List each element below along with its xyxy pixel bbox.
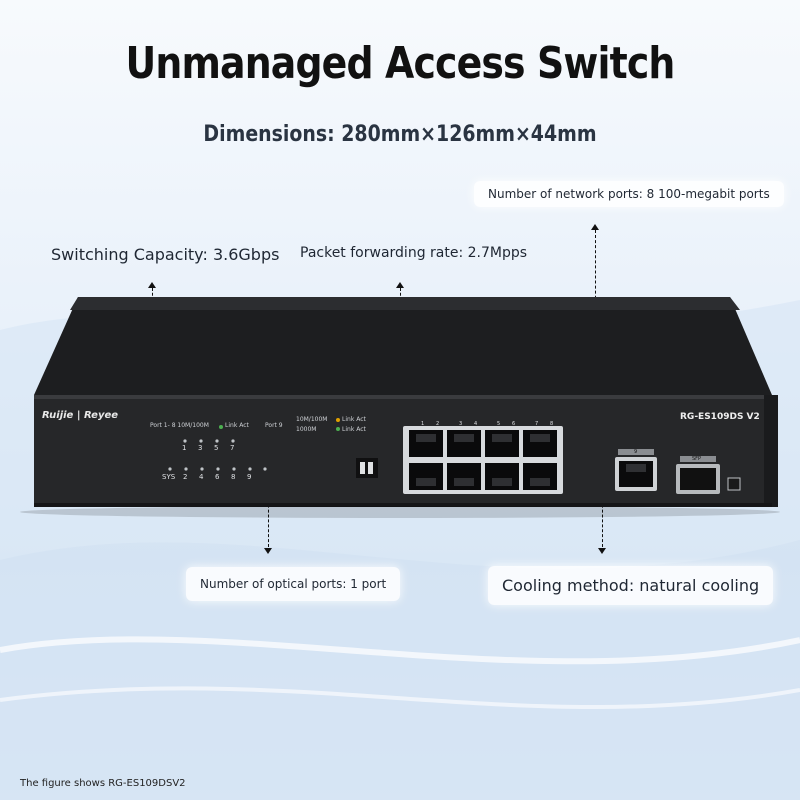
led-label: 6 — [215, 473, 220, 481]
led-label: 4 — [199, 473, 204, 481]
callout-network-ports: Number of network ports: 8 100-megabit p… — [474, 181, 784, 207]
callout-packet-forwarding: Packet forwarding rate: 2.7Mpps — [300, 245, 528, 261]
link-act-legend: Link Act — [342, 426, 366, 433]
port-number: 7 — [535, 421, 539, 427]
pointer-line — [602, 485, 603, 547]
led-label: 3 — [198, 444, 203, 452]
port-number: 8 — [550, 421, 554, 427]
arrow-up-icon — [396, 282, 404, 288]
link-act-legend: Link Act — [225, 422, 249, 429]
led-label: 9 — [247, 473, 252, 481]
port-number: 5 — [497, 421, 501, 427]
port-number: 2 — [436, 421, 440, 427]
port9-label: Port 9 — [265, 422, 283, 429]
brand-logo: Ruijie | Reyee — [42, 410, 119, 421]
callout-optical-ports: Number of optical ports: 1 port — [186, 567, 401, 601]
speed-a-label: 10M/100M — [296, 416, 328, 423]
port-legend: Port 1- 8 10M/100M — [150, 422, 209, 429]
port-number: 4 — [474, 421, 478, 427]
pointer-line — [268, 485, 269, 547]
led-label: 7 — [230, 444, 235, 452]
arrow-up-icon — [148, 282, 156, 288]
port-number: 6 — [512, 421, 516, 427]
arrow-down-icon — [598, 548, 606, 554]
led-label: SYS — [162, 473, 176, 481]
port-number: 3 — [459, 421, 463, 427]
sfp-label: SFP — [692, 456, 702, 462]
led-label: 1 — [182, 444, 187, 452]
pointer-line — [595, 230, 596, 324]
callout-switching-capacity: Switching Capacity: 3.6Gbps — [51, 245, 280, 264]
arrow-down-icon — [264, 548, 272, 554]
speed-b-label: 1000M — [296, 426, 317, 433]
page-title: Unmanaged Access Switch — [125, 38, 675, 89]
figure-caption: The figure shows RG-ES109DSV2 — [20, 778, 186, 789]
callout-cooling: Cooling method: natural cooling — [488, 566, 774, 605]
link-act-legend: Link Act — [342, 416, 366, 423]
dimensions-text: Dimensions: 280mm×126mm×44mm — [203, 122, 597, 147]
led-label: 5 — [214, 444, 219, 452]
port9-number: 9 — [634, 449, 638, 455]
port-number: 1 — [421, 421, 425, 427]
model-label: RG-ES109DS V2 — [680, 412, 760, 422]
led-label: 2 — [183, 473, 188, 481]
led-label: 8 — [231, 473, 236, 481]
arrow-up-icon — [591, 224, 599, 230]
